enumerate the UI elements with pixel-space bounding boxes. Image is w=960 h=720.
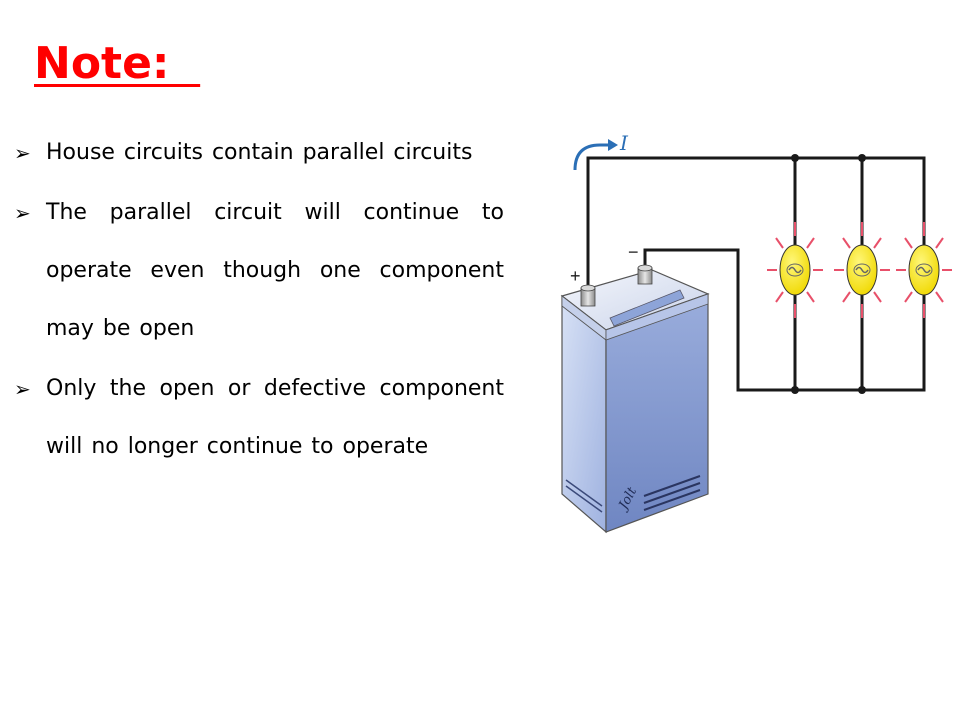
bulb-1 <box>767 222 823 318</box>
bulb-3 <box>896 222 952 318</box>
positive-terminal <box>580 284 596 307</box>
slide-title: Note: <box>34 38 201 89</box>
positive-label: + <box>570 266 581 286</box>
top-wire <box>586 156 926 392</box>
arrow-bullet-icon: ➢ <box>14 377 31 401</box>
current-label: I <box>619 131 629 155</box>
bulb-2 <box>834 222 890 318</box>
bulb-rays <box>767 222 823 318</box>
battery-handle <box>609 289 685 327</box>
bullet-list: ➢ House circuits contain parallel circui… <box>14 124 504 478</box>
arrow-bullet-icon: ➢ <box>14 141 31 165</box>
junction-dots <box>791 154 866 394</box>
negative-terminal <box>637 264 653 285</box>
parallel-circuit-diagram: I <box>560 131 952 534</box>
bullet-text: The parallel circuit will continue to op… <box>46 200 504 341</box>
battery-icon <box>560 264 710 534</box>
bullet-text: Only the open or defective component wil… <box>46 376 504 459</box>
current-arrow-icon <box>573 139 618 171</box>
arrow-bullet-icon: ➢ <box>14 201 31 225</box>
bullet-text: House circuits contain parallel circuits <box>46 140 473 165</box>
bullet-item: ➢ Only the open or defective component w… <box>14 360 504 476</box>
bullet-item: ➢ The parallel circuit will continue to … <box>14 184 504 358</box>
bulb-rays <box>834 222 890 318</box>
negative-label: − <box>628 242 639 262</box>
bulb-rays <box>896 222 952 318</box>
battery-vents <box>643 475 701 511</box>
bullet-item: ➢ House circuits contain parallel circui… <box>14 124 504 182</box>
